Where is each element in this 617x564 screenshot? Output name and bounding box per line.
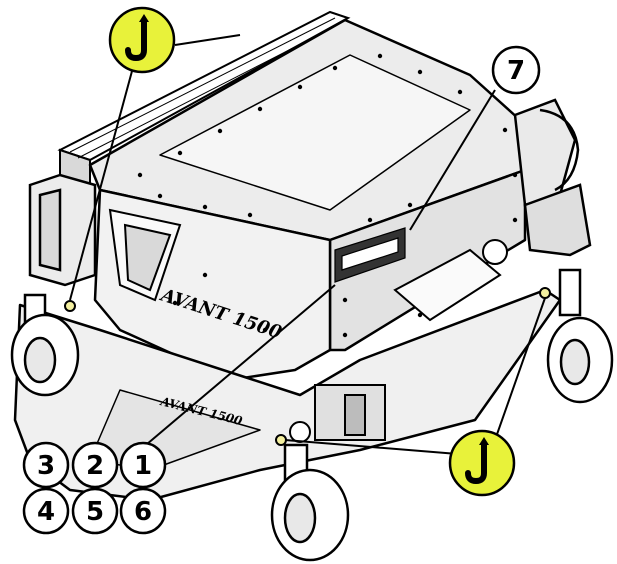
svg-text:6: 6 <box>134 497 152 527</box>
svg-text:5: 5 <box>86 497 104 527</box>
svg-text:2: 2 <box>86 451 104 481</box>
caster-wheel-front-left <box>10 293 80 397</box>
right-discharge-guard <box>513 98 592 257</box>
callout-5: 5 <box>71 487 119 535</box>
callout-3: 3 <box>22 441 70 489</box>
svg-text:1: 1 <box>134 451 152 481</box>
caster-wheel-front-center <box>270 443 350 562</box>
caster-wheel-front-right <box>546 268 614 404</box>
leader-lines <box>69 34 546 456</box>
lifting-hook-icon <box>448 429 516 497</box>
callout-4: 4 <box>22 487 70 535</box>
svg-text:7: 7 <box>507 56 525 86</box>
svg-text:3: 3 <box>37 451 55 481</box>
lifting-hook-icon <box>108 6 176 74</box>
left-bracket <box>28 173 97 287</box>
decal-panel <box>334 227 406 283</box>
hydraulic-block <box>289 239 508 443</box>
callout-6: 6 <box>119 487 167 535</box>
callout-7: 7 <box>491 45 541 95</box>
callout-1: 1 <box>119 441 167 489</box>
svg-text:4: 4 <box>37 497 55 527</box>
callout-2: 2 <box>71 441 119 489</box>
side-recess <box>108 208 182 302</box>
